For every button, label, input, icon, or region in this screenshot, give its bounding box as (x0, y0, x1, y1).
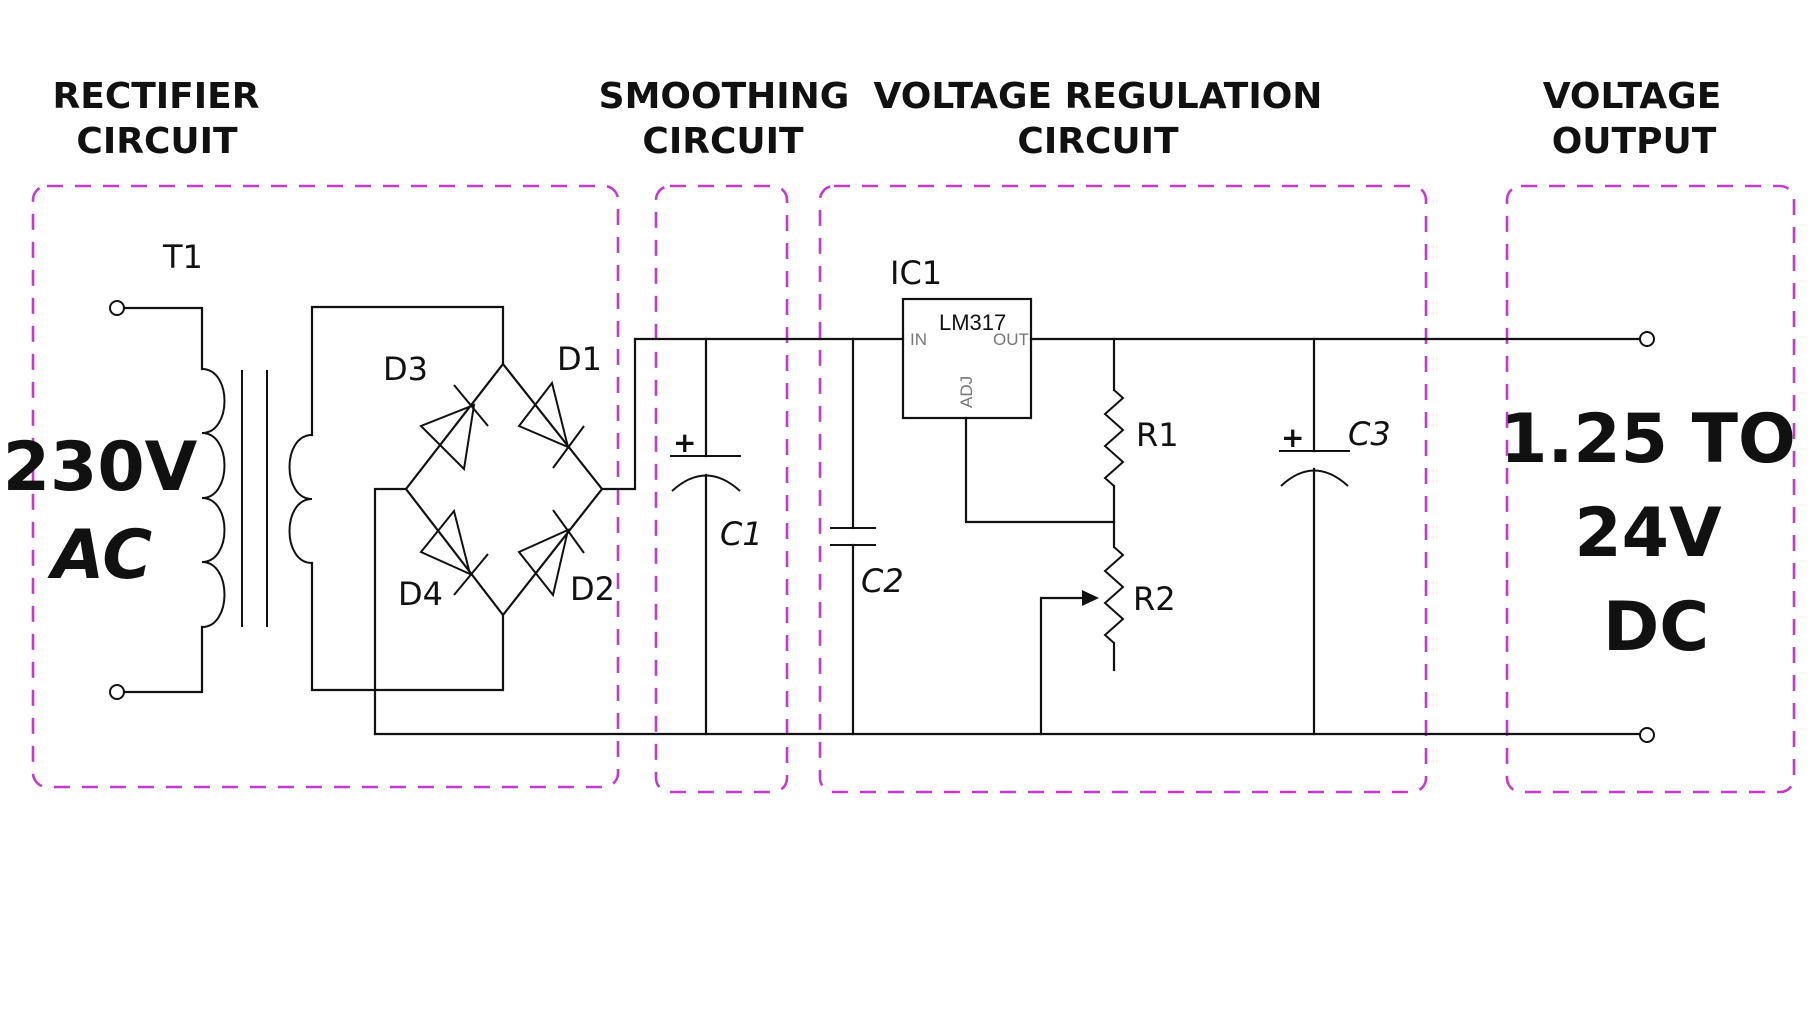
diode-d3-label: D3 (383, 350, 428, 388)
potentiometer-r2-wiper-lead (1039, 596, 1086, 736)
secondary-winding (288, 434, 313, 564)
regulator-pin-out: OUT (993, 330, 1029, 349)
diode-d1-label: D1 (557, 340, 602, 378)
diode-d2-triangle (517, 528, 570, 598)
secondary-lead-bottom (310, 561, 505, 692)
diode-d1: D1 (517, 340, 602, 469)
adj-lead (964, 416, 1116, 524)
primary-lead-bottom (122, 625, 204, 694)
section-header-regulation-line1: VOLTAGE REGULATION (874, 76, 1323, 117)
input-voltage-label: 230V (3, 428, 198, 507)
primary-lead-top (122, 306, 204, 371)
section-header-regulation-line2: CIRCUIT (1017, 121, 1179, 162)
potentiometer-r2: R2 (1039, 546, 1176, 736)
section-header-smoothing-line2: CIRCUIT (642, 121, 804, 162)
output-terminal-positive (1639, 331, 1655, 347)
section-header-rectifier-line1: RECTIFIER (53, 76, 260, 117)
section-header-output-line1: VOLTAGE (1543, 76, 1722, 117)
capacitor-c3-label: C3 (1348, 415, 1391, 453)
potentiometer-r2-zigzag (1103, 546, 1125, 644)
section-header-smoothing-line1: SMOOTHING (599, 76, 850, 117)
secondary-lead-top (310, 305, 505, 437)
capacitor-c2: C2 (830, 337, 904, 736)
section-header-smoothing: SMOOTHING CIRCUIT (599, 76, 850, 162)
diode-d1-triangle (517, 380, 570, 449)
diode-d2: D2 (517, 509, 615, 608)
diode-d2-label: D2 (570, 570, 615, 608)
output-max-label: 24V (1574, 494, 1722, 573)
diode-d4-label: D4 (398, 575, 443, 613)
section-header-output: VOLTAGE OUTPUT (1543, 76, 1722, 162)
capacitor-c3: + C3 (1279, 337, 1391, 736)
resistor-r1-zigzag (1103, 389, 1125, 487)
potentiometer-r2-label: R2 (1133, 580, 1176, 618)
transformer-t1: T1 (109, 238, 505, 700)
diode-d3-bar (453, 384, 489, 427)
output-type-label: DC (1603, 588, 1709, 667)
diode-d3-triangle (419, 403, 476, 472)
potentiometer-r2-wiper-arrow-icon (1082, 590, 1099, 606)
bridge-rectifier: D3 D1 D4 D2 (373, 337, 637, 736)
section-box-output (1505, 184, 1796, 794)
diode-d2-bar (552, 509, 585, 554)
section-header-rectifier: RECTIFIER CIRCUIT (53, 76, 260, 162)
capacitor-c3-polarity: + (1281, 421, 1304, 454)
capacitor-c1-polarity: + (673, 426, 696, 459)
diode-d1-bar (552, 425, 585, 469)
primary-winding (201, 368, 226, 628)
capacitor-c1: + C1 (670, 337, 763, 736)
section-header-rectifier-line2: CIRCUIT (76, 121, 238, 162)
regulator-pin-adj: ADJ (957, 376, 976, 408)
resistor-r1-label: R1 (1136, 416, 1179, 454)
regulator-part-label: LM317 (939, 310, 1006, 335)
output-terminal-ground (1639, 727, 1655, 743)
capacitor-c2-label: C2 (861, 562, 904, 600)
input-type-label: AC (47, 516, 153, 595)
regulator-ref-label: IC1 (890, 254, 942, 292)
bridge-positive-lead (600, 337, 637, 491)
diode-d4-bar (453, 553, 489, 596)
input-terminal-top (109, 300, 125, 316)
output-range-label: 1.25 TO (1500, 400, 1796, 479)
section-header-output-line2: OUTPUT (1552, 121, 1717, 162)
section-header-regulation: VOLTAGE REGULATION CIRCUIT (874, 76, 1323, 162)
input-terminal-bottom (109, 684, 125, 700)
capacitor-c1-label: C1 (720, 515, 763, 553)
section-box-regulation (818, 184, 1428, 794)
bridge-negative-lead (373, 487, 408, 736)
diode-d4-triangle (419, 508, 472, 576)
transformer-label: T1 (162, 238, 203, 276)
regulator-pin-in: IN (910, 330, 927, 349)
diode-d4: D4 (398, 508, 489, 613)
regulator-ic1: IC1 LM317 IN OUT ADJ (890, 254, 1116, 524)
resistor-r1: R1 (1103, 337, 1179, 549)
diode-d3: D3 (383, 350, 489, 472)
